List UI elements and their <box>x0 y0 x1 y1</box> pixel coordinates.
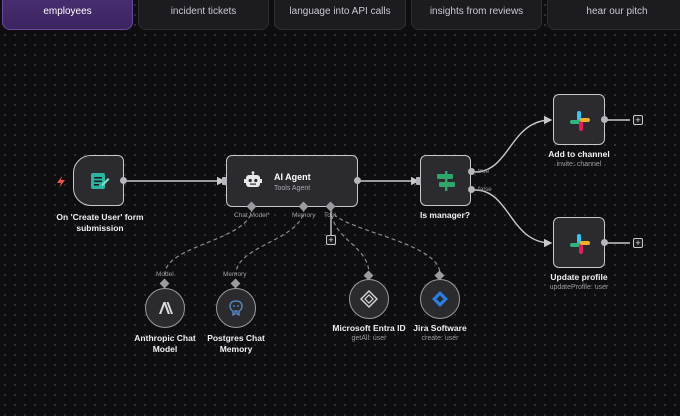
postgres-icon <box>227 299 245 322</box>
add-after-channel-button[interactable]: + <box>633 115 643 125</box>
jira-sublabel: create: user <box>421 335 459 342</box>
if-false-label: false <box>478 186 492 193</box>
agent-output-handle[interactable] <box>354 177 361 184</box>
trigger-node[interactable] <box>73 155 124 206</box>
tab-review-insights[interactable]: insights from reviews <box>411 0 542 30</box>
update-profile-label: Update profile <box>550 272 608 282</box>
ai-agent-node[interactable]: AI Agent Tools Agent <box>226 155 358 207</box>
entra-label: Microsoft Entra ID <box>332 323 406 333</box>
add-tool-button[interactable]: + <box>326 235 336 245</box>
anthropic-port-label: Model <box>156 271 174 278</box>
port-label-chat-model: Chat Model* <box>234 212 270 219</box>
tab-hear-pitch[interactable]: hear our pitch <box>547 0 680 30</box>
postgres-port-label: Memory <box>223 271 247 278</box>
jira-icon <box>431 290 449 313</box>
slack-icon <box>569 110 591 137</box>
add-after-update-button[interactable]: + <box>633 238 643 248</box>
agent-subtitle: Tools Agent <box>274 185 311 192</box>
bolt-icon <box>54 175 68 189</box>
link-tool-jira <box>330 207 441 275</box>
link-true-add <box>474 115 553 173</box>
port-label-memory: Memory <box>292 212 316 219</box>
add-to-channel-node[interactable] <box>553 94 605 145</box>
if-label: Is manager? <box>419 210 471 220</box>
add-channel-output-handle[interactable] <box>601 116 608 123</box>
link-false-update <box>474 189 553 248</box>
entra-icon <box>359 289 379 314</box>
entra-sublabel: getAll: user <box>351 335 387 342</box>
anthropic-icon <box>156 299 174 322</box>
if-input-handle[interactable] <box>416 177 421 185</box>
add-channel-sublabel: invite: channel <box>556 161 602 168</box>
if-true-handle[interactable] <box>468 168 475 175</box>
anthropic-node[interactable] <box>145 288 185 328</box>
jira-node[interactable] <box>420 279 460 319</box>
link-memory <box>235 207 305 275</box>
robot-icon <box>243 171 263 196</box>
update-profile-node[interactable] <box>553 217 605 268</box>
trigger-output-handle[interactable] <box>120 177 127 184</box>
if-node[interactable] <box>420 155 471 206</box>
slack-icon <box>569 233 591 260</box>
tab-employees[interactable]: employees <box>2 0 133 30</box>
tab-api-calls[interactable]: language into API calls <box>274 0 406 30</box>
port-label-tool: Tool <box>324 212 336 219</box>
if-false-handle[interactable] <box>468 186 475 193</box>
link-model <box>164 207 253 275</box>
if-true-label: true <box>478 168 490 175</box>
form-icon <box>88 170 110 197</box>
postgres-node[interactable] <box>216 288 256 328</box>
update-profile-sublabel: updateProfile: user <box>549 284 609 291</box>
add-channel-label: Add to channel <box>548 149 610 159</box>
update-profile-output-handle[interactable] <box>601 239 608 246</box>
entra-node[interactable] <box>349 279 389 319</box>
jira-label: Jira Software <box>413 323 467 333</box>
link-tool-entra <box>330 207 370 275</box>
signpost-icon <box>434 169 458 198</box>
agent-input-handle[interactable] <box>222 177 227 185</box>
agent-title: AI Agent <box>274 172 311 182</box>
tab-incident-tickets[interactable]: incident tickets <box>138 0 269 30</box>
